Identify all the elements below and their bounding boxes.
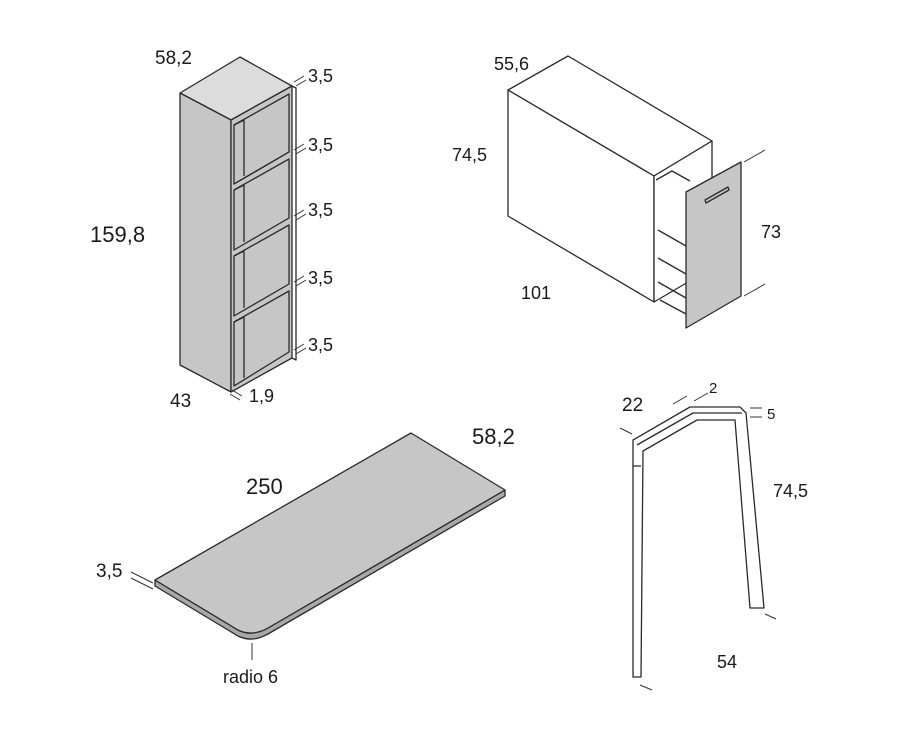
- cabinet-drawer-shelves: [655, 170, 691, 315]
- table-leg-outline: [632, 406, 765, 678]
- bookcase-depth-label: 43: [170, 391, 191, 412]
- table-leg-inner-line: [633, 412, 742, 467]
- tabletop-surface: [154, 432, 506, 634]
- bookcase-width-label: 58,2: [155, 48, 192, 69]
- cabinet-drawing: 55,6 74,5 101 73: [452, 54, 781, 329]
- bookcase-opening-4: [233, 290, 290, 387]
- bookcase-opening-2: [233, 158, 290, 251]
- bookcase-front-frame: [230, 85, 293, 393]
- leg-width-label: 22: [622, 395, 643, 416]
- bookcase-shelf-thickness-5: 3,5: [308, 335, 333, 355]
- cabinet-drawer-height-label: 73: [761, 222, 781, 242]
- leg-height-label: 74,5: [773, 481, 808, 501]
- bookcase-height-label: 159,8: [90, 222, 145, 247]
- cabinet-ticks: [743, 149, 766, 297]
- table-leg-drawing: 22 2 5 74,5 54: [619, 380, 808, 691]
- cabinet-depth-label: 55,6: [494, 54, 529, 74]
- bookcase-panel-thickness-label: 1,9: [249, 386, 274, 406]
- cabinet-drawer-handle: [704, 186, 730, 204]
- tabletop-ticks: [130, 571, 253, 660]
- tabletop-depth-label: 58,2: [472, 424, 515, 449]
- tabletop-drawing: 250 58,2 3,5 radio 6: [96, 424, 515, 687]
- bookcase-shelf-thickness-1: 3,5: [308, 66, 333, 86]
- bookcase-side-panel: [179, 92, 232, 393]
- table-leg-ticks: [619, 392, 777, 691]
- bookcase-right-edge: [291, 85, 297, 361]
- bookcase-drawing: 58,2 159,8 43 1,9 3,5 3,5 3,5 3,5 3,5: [90, 48, 333, 412]
- tabletop-corner-label: radio 6: [223, 667, 278, 687]
- cabinet-drawer-front: [685, 161, 742, 329]
- leg-depth-label: 54: [717, 652, 737, 672]
- tabletop-length-label: 250: [246, 474, 283, 499]
- leg-top-label: 5: [767, 406, 775, 423]
- bookcase-opening-3: [233, 224, 290, 317]
- leg-tube-label: 2: [709, 380, 717, 397]
- cabinet-height-label: 74,5: [452, 145, 487, 165]
- bookcase-shelf-thickness-2: 3,5: [308, 135, 333, 155]
- cabinet-length-label: 101: [521, 283, 551, 303]
- bookcase-shelf-thickness-4: 3,5: [308, 268, 333, 288]
- bookcase-shelf-lines: [233, 119, 290, 378]
- bookcase-ticks: [229, 75, 307, 401]
- bookcase-shelf-thickness-3: 3,5: [308, 200, 333, 220]
- tabletop-thickness-label: 3,5: [96, 561, 122, 582]
